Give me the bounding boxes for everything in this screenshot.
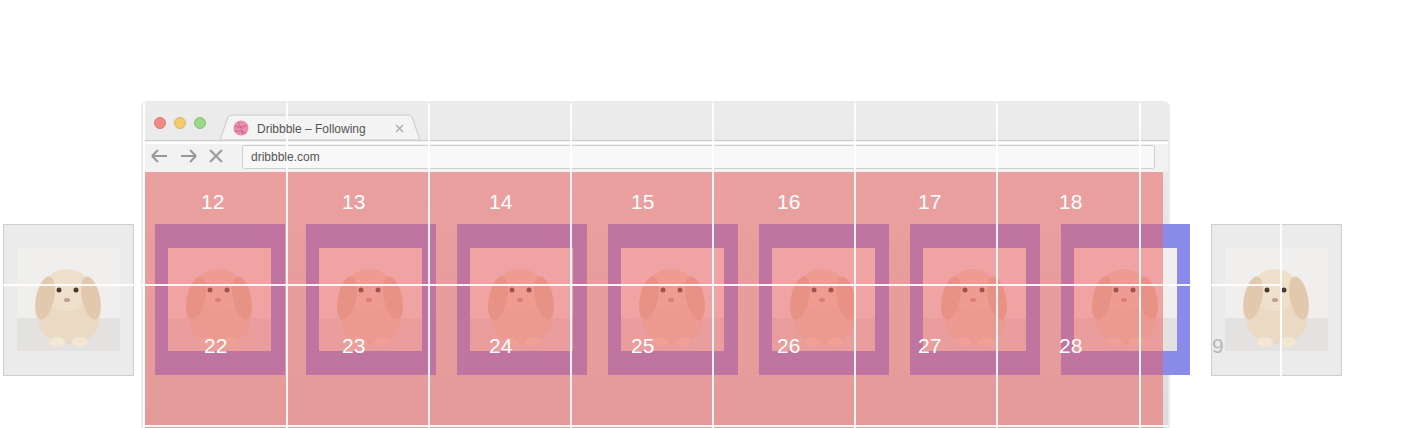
cell-number: 22 — [204, 335, 227, 356]
cell-number: 9 — [1212, 335, 1224, 356]
cell-number: 25 — [631, 335, 654, 356]
cell-number: 28 — [1059, 335, 1082, 356]
cell-number: 17 — [918, 191, 941, 212]
close-icon — [396, 125, 403, 132]
viewport-overlay — [145, 172, 1163, 428]
cell-number: 26 — [777, 335, 800, 356]
cell-number: 15 — [631, 191, 654, 212]
thumbnail — [4, 225, 134, 376]
cell-number: 13 — [342, 191, 365, 212]
cell-number: 27 — [918, 335, 941, 356]
cell-number: 18 — [1059, 191, 1082, 212]
forward-icon — [181, 150, 196, 162]
browser-window — [141, 101, 1170, 428]
cell-number: 12 — [201, 191, 224, 212]
cell-number: 24 — [489, 335, 512, 356]
tab-title: Dribbble – Following — [257, 123, 366, 135]
grid-lines — [0, 103, 1281, 428]
thumbnail — [1212, 225, 1342, 376]
cell-number: 14 — [489, 191, 512, 212]
cell-number: 16 — [777, 191, 800, 212]
site-icon — [234, 121, 249, 136]
stop-icon — [210, 150, 222, 162]
cell-number: 23 — [342, 335, 365, 356]
address-url: dribbble.com — [251, 151, 320, 163]
back-icon — [152, 150, 167, 162]
